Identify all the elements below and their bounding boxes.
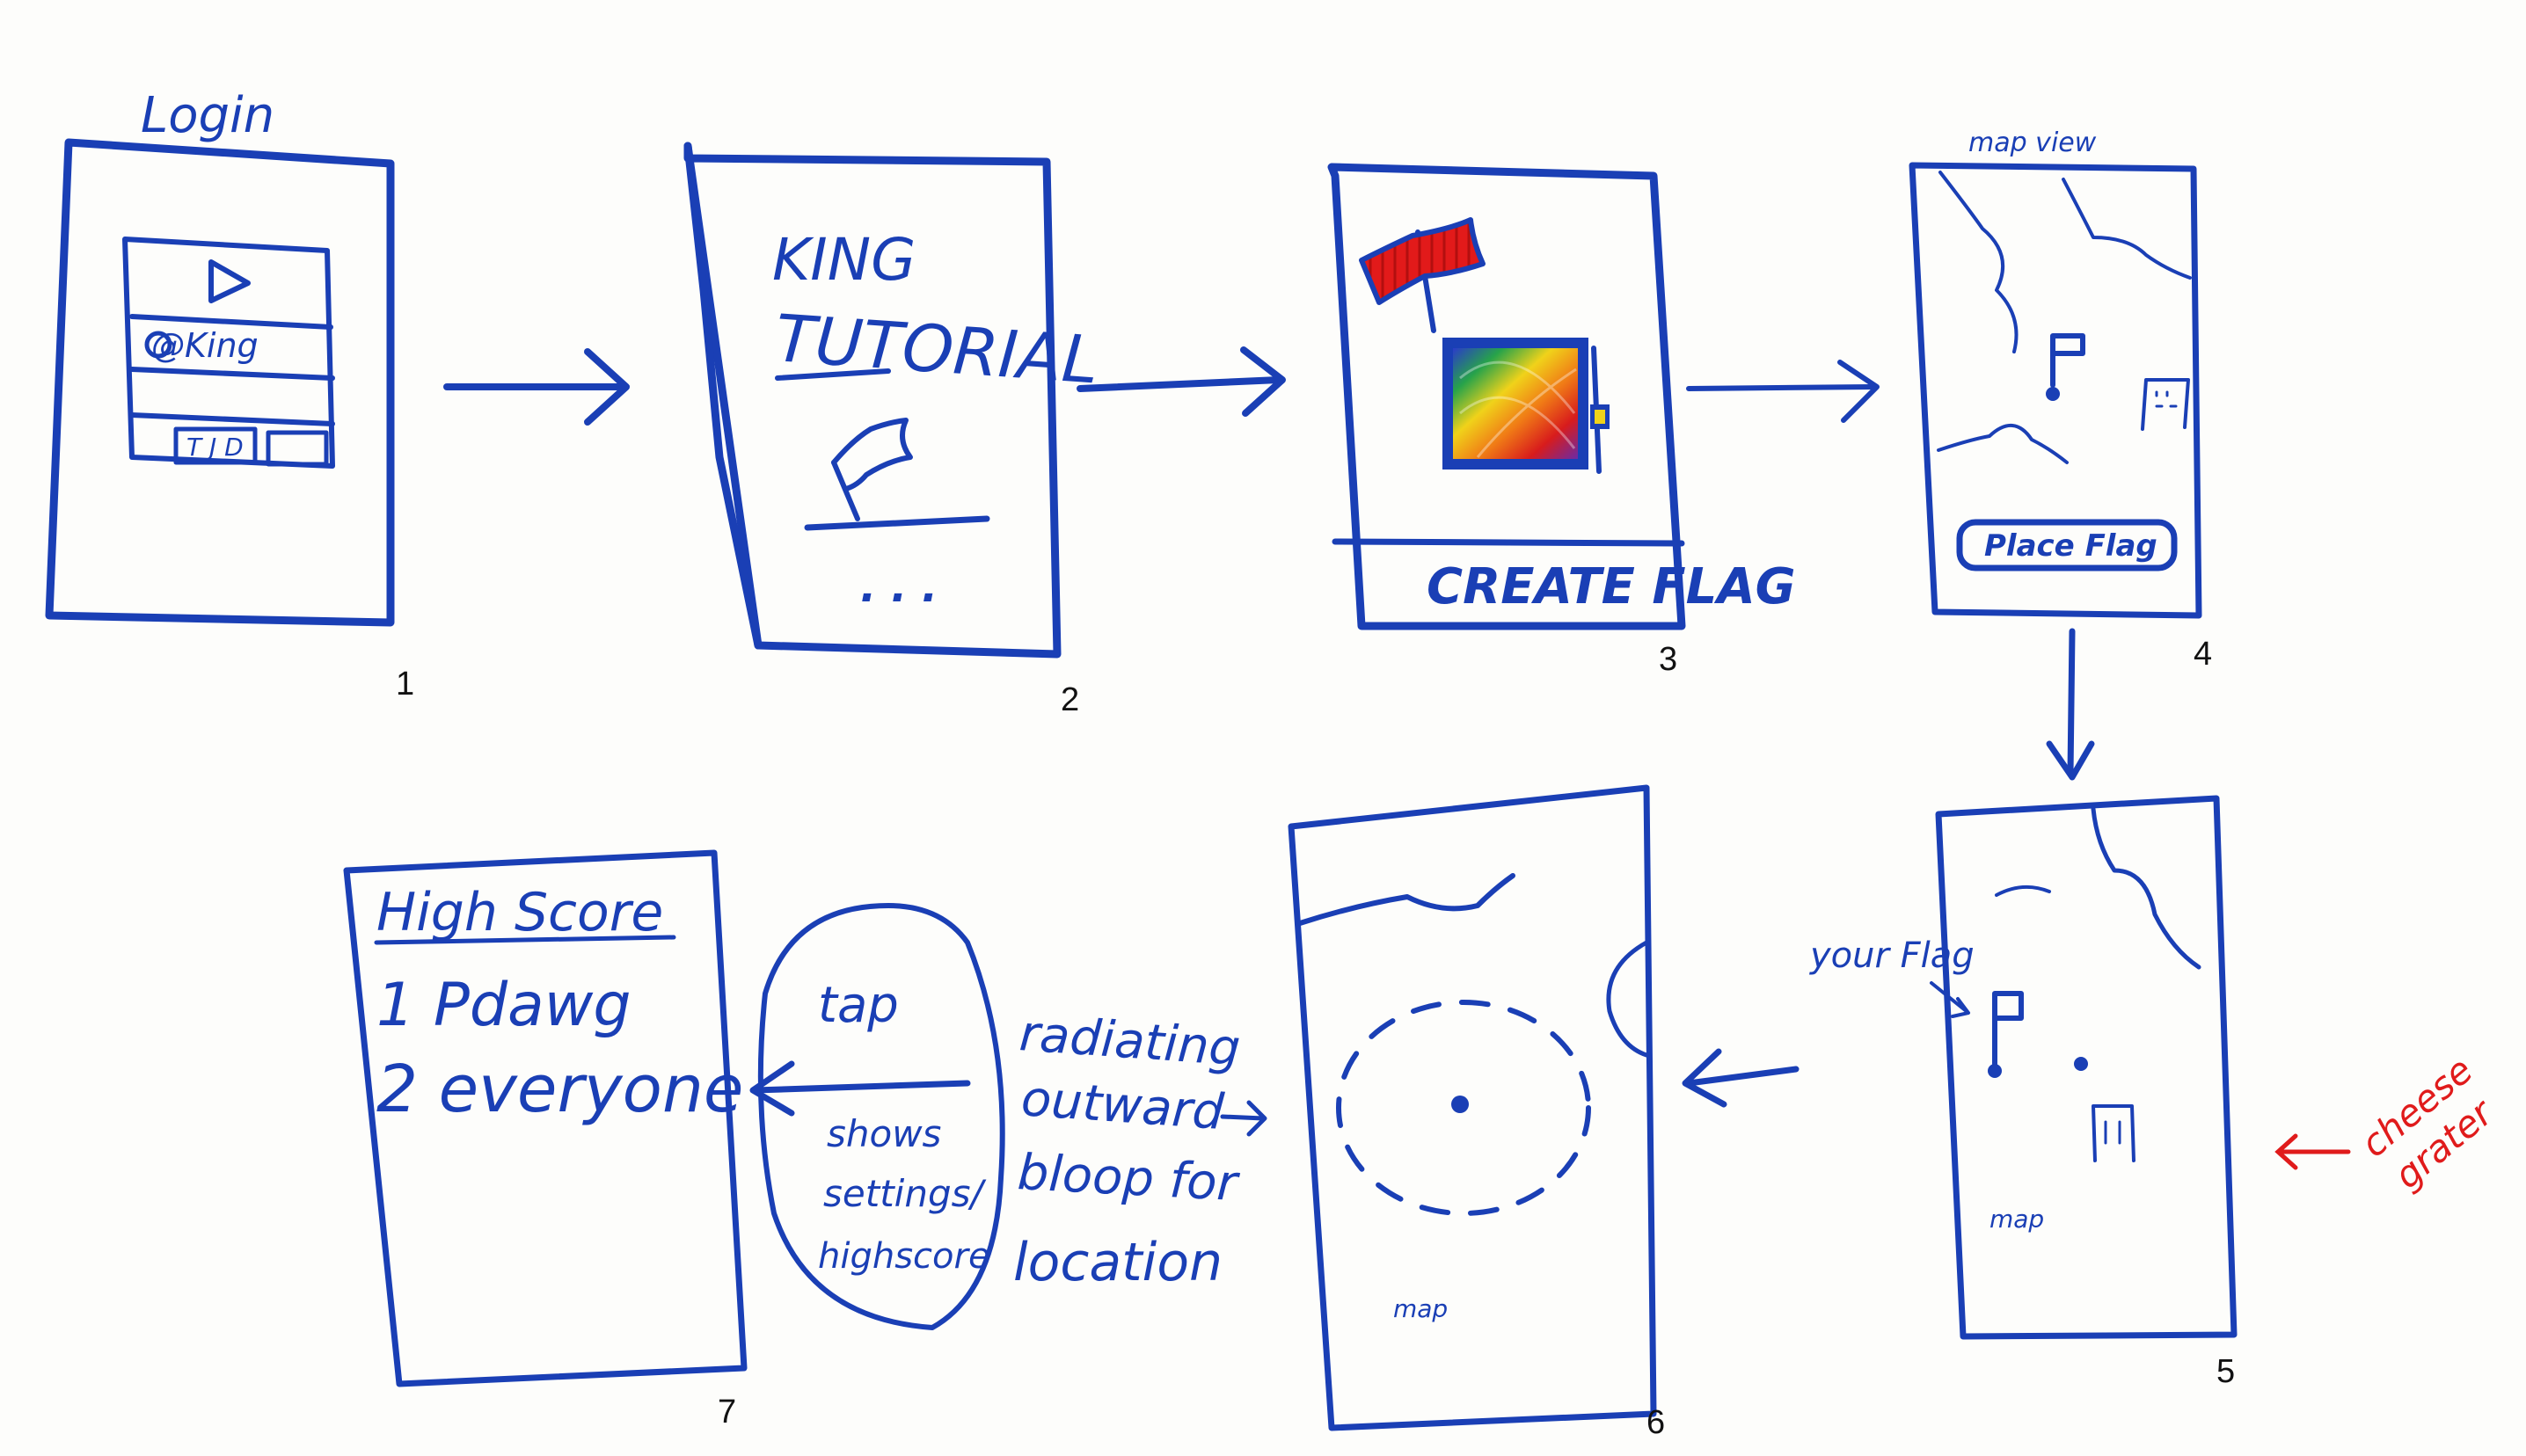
- play-triangle-icon: [208, 259, 251, 303]
- frame-5-your-flag: map 5: [1935, 795, 2238, 1390]
- tap-label: tap: [818, 977, 899, 1034]
- frame-1-login: Login @King T J D 1: [45, 87, 414, 703]
- building-icon: [2141, 378, 2190, 431]
- radiating-line1: radiating: [1018, 1005, 1242, 1077]
- color-slider[interactable]: [1590, 346, 1610, 474]
- login-divider-buttons: [129, 412, 335, 426]
- your-flag-label: your Flag: [1809, 935, 1975, 976]
- login-divider-bottom: [129, 367, 335, 381]
- login-button-left[interactable]: [173, 426, 258, 465]
- location-dot: [1451, 1096, 1469, 1113]
- frame-4-number: 4: [2194, 636, 2212, 673]
- arrow-2-to-3: [1077, 346, 1286, 417]
- frame-4-title: map view: [1968, 127, 2097, 158]
- create-flag-button[interactable]: CREATE FLAG: [1427, 558, 1796, 615]
- frame-7-number: 7: [718, 1394, 736, 1431]
- frame-3-create-flag: CREATE FLAG 3: [1327, 163, 1796, 678]
- map-coast-5b: [1995, 885, 2051, 897]
- map-edge-6: [1606, 940, 1649, 1058]
- arrow-1-to-2: [443, 348, 630, 426]
- frame-4-map-view: map view Place Flag 4: [1909, 127, 2212, 673]
- flag-icon: [831, 418, 913, 521]
- radiating-line3: bloop for: [1016, 1144, 1241, 1212]
- tutorial-ground-line: [804, 515, 990, 531]
- tap-bubble: tap shows settings/ highscore: [749, 903, 1005, 1330]
- tap-bubble-outline: [757, 903, 1005, 1330]
- flag-icon: [1359, 217, 1486, 333]
- radiating-line4: location: [1013, 1232, 1223, 1293]
- frame-7-screen: [343, 849, 748, 1387]
- login-card: [122, 237, 335, 469]
- place-flag-label: Place Flag: [1984, 528, 2157, 564]
- high-score-row-2[interactable]: 2 everyone: [376, 1052, 743, 1127]
- login-divider-top: [129, 314, 333, 330]
- frame-2-tutorial: KING TUTORIAL . . . 2: [683, 142, 1101, 718]
- building-icon: [2092, 1104, 2135, 1162]
- frame-1-number: 1: [396, 666, 414, 703]
- map-coast: [1937, 423, 2069, 464]
- cheese-grater-annotation: cheese grater: [2274, 1048, 2503, 1198]
- map-river-b: [2062, 178, 2192, 280]
- radiating-annotation: radiating outward bloop for location: [1013, 1005, 1267, 1293]
- frame-5-screen: [1935, 795, 2238, 1340]
- place-flag-button[interactable]: [1956, 519, 2178, 571]
- frame-2-number: 2: [1061, 681, 1079, 718]
- map-river-a: [1938, 171, 2019, 353]
- tap-arrow: [751, 1080, 971, 1094]
- frame-6-radiating: map 6: [1288, 784, 1665, 1441]
- login-buttons-label: T J D: [186, 433, 244, 462]
- arrow-4-to-5: [2046, 628, 2095, 781]
- high-score-underline: [374, 935, 676, 945]
- frame-1-screen: [45, 138, 395, 627]
- frame-7-high-score: High Score 1 Pdawg 2 everyone 7: [343, 849, 748, 1431]
- shows-line1: shows: [827, 1112, 941, 1155]
- frame-3-number: 3: [1659, 641, 1677, 678]
- other-player-dot[interactable]: [2074, 1057, 2088, 1071]
- tap-arrow-head: [749, 1060, 795, 1117]
- arrow-5-to-6: [1682, 1048, 1800, 1108]
- tutorial-pagination[interactable]: . . .: [860, 563, 938, 612]
- flag-pin-icon: [2046, 333, 2085, 401]
- at-icon: [144, 331, 172, 359]
- frame-1-title: Login: [141, 87, 274, 144]
- create-flag-divider: [1332, 538, 1685, 547]
- tutorial-title-underline: [775, 368, 891, 381]
- radiating-pulse: [1336, 1000, 1591, 1216]
- frame-6-screen: [1288, 784, 1657, 1431]
- frame-5-map-label: map: [1989, 1205, 2044, 1234]
- your-flag-annotation: your Flag: [1809, 935, 1975, 1018]
- shows-line3: highscore: [818, 1236, 990, 1277]
- radiating-line2: outward: [1019, 1070, 1226, 1141]
- arrow-3-to-4: [1686, 360, 1880, 423]
- frame-5-number: 5: [2216, 1353, 2235, 1390]
- map-coast-6: [1297, 873, 1515, 926]
- frame-4-screen: [1909, 162, 2202, 619]
- high-score-title: High Score: [376, 882, 663, 943]
- tutorial-title-line1: KING: [772, 226, 916, 294]
- flag-pin-icon: [1988, 991, 2024, 1078]
- map-coast-5a: [2091, 806, 2201, 970]
- frame-2-left-edge: [683, 142, 763, 650]
- frame-6-map-label: map: [1393, 1294, 1448, 1323]
- shows-line2: settings/: [823, 1172, 986, 1215]
- high-score-row-1[interactable]: 1 Pdawg: [376, 971, 632, 1040]
- frame-6-number: 6: [1646, 1404, 1665, 1441]
- radiating-arrow: [1220, 1100, 1267, 1137]
- login-field-label[interactable]: @King: [151, 326, 259, 365]
- color-picker[interactable]: [1442, 338, 1588, 470]
- login-button-right[interactable]: [266, 430, 329, 467]
- frame-3-screen: [1327, 163, 1686, 630]
